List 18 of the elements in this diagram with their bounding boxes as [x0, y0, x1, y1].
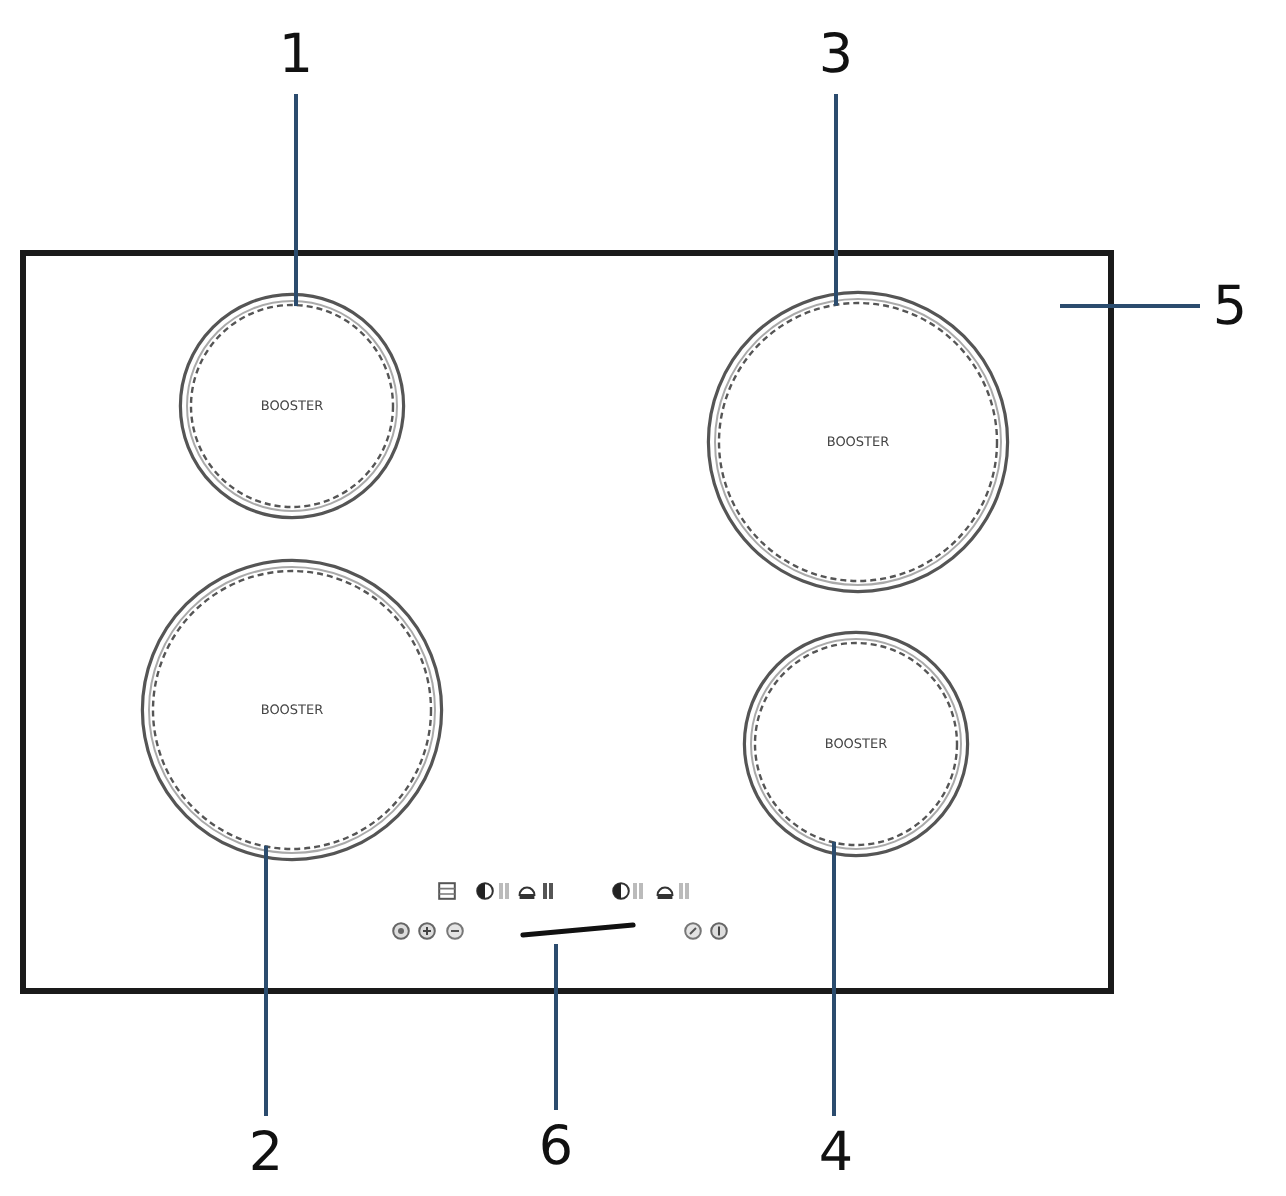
callout-number: 2: [242, 1122, 290, 1186]
leader-line: [832, 841, 836, 1116]
cooking-zone: [178, 292, 406, 520]
callout-number: 5: [1206, 276, 1254, 340]
leader-line: [294, 94, 298, 307]
cooktop-surface: [20, 250, 1114, 994]
callout-number: 3: [812, 24, 860, 88]
leader-line: [554, 944, 558, 1110]
cooking-zone: [706, 290, 1010, 594]
leader-line: [1060, 304, 1200, 308]
cooking-zone: [140, 558, 444, 862]
callout-number: 6: [532, 1116, 580, 1180]
callout-number: 1: [272, 24, 320, 88]
cooking-zone: [742, 630, 970, 858]
leader-line: [264, 845, 268, 1116]
callout-number: 4: [812, 1122, 860, 1186]
leader-line: [834, 94, 838, 306]
slider-control: [520, 920, 636, 940]
